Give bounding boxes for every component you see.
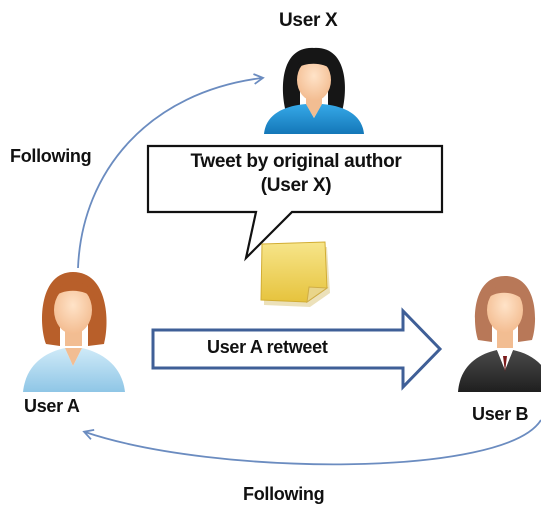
user-a-label: User A — [24, 396, 80, 416]
tweet-callout-line-1: Tweet by original author — [190, 151, 402, 172]
following-label-bottom: Following — [243, 484, 325, 504]
following-label-top: Following — [10, 146, 92, 166]
retweet-arrow — [151, 307, 443, 391]
tweet-callout-bubble — [146, 144, 444, 262]
user-b-label: User B — [472, 404, 529, 424]
user-a-avatar-icon — [23, 272, 125, 392]
following-arrow-bottom — [82, 419, 541, 466]
tweet-callout-text: Tweet by original author (User X) — [152, 150, 440, 198]
tweet-callout-line-2: (User X) — [260, 175, 332, 196]
retweet-label: User A retweet — [207, 337, 328, 357]
user-x-label: User X — [279, 10, 338, 31]
sticky-note-icon — [260, 241, 330, 307]
user-x-avatar-icon — [264, 47, 364, 134]
following-arrow-top — [77, 73, 265, 269]
user-b-avatar-icon — [458, 276, 541, 392]
